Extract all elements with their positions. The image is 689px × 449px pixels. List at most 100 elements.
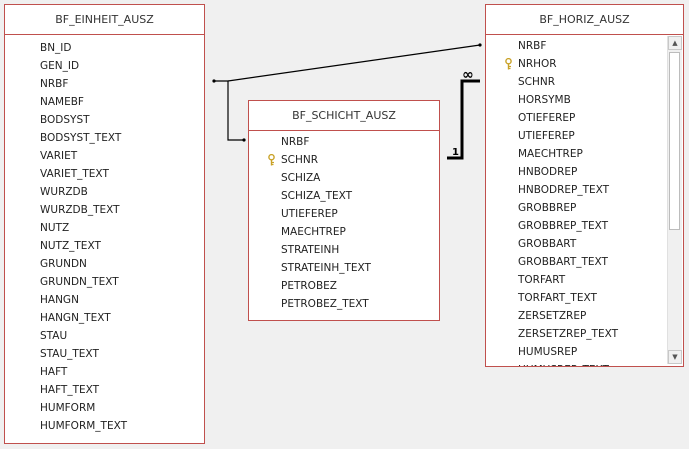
field-row[interactable]: HNBODREP (486, 163, 667, 181)
field-list: NRBF SCHNR SCHIZA SCHIZA_TEXT UTIEFEREP MAECH… (249, 131, 439, 320)
field-row[interactable]: UTIEFEREP (249, 205, 439, 223)
field-row[interactable]: NAMEBF (5, 93, 204, 111)
scroll-down-button[interactable]: ▼ (668, 350, 682, 364)
field-row[interactable]: NRBF (5, 75, 204, 93)
field-row[interactable]: GRUNDN_TEXT (5, 273, 204, 291)
field-row[interactable]: HAFT (5, 363, 204, 381)
field-row[interactable]: PETROBEZ (249, 277, 439, 295)
field-name: NUTZ (40, 222, 70, 234)
one-label: 1 (452, 147, 459, 158)
field-name: BODSYST (40, 114, 90, 126)
field-name: UTIEFEREP (281, 208, 338, 220)
field-row[interactable]: STAU (5, 327, 204, 345)
field-row[interactable]: NRBF (486, 37, 667, 55)
field-name: HAFT_TEXT (40, 384, 100, 396)
table-title[interactable]: BF_EINHEIT_AUSZ (5, 5, 204, 35)
field-row[interactable]: GROBBREP_TEXT (486, 217, 667, 235)
field-name: PETROBEZ (281, 280, 337, 292)
field-name: NRBF (281, 136, 310, 148)
field-row[interactable]: WURZDB (5, 183, 204, 201)
field-row[interactable]: SCHNR (486, 73, 667, 91)
field-row[interactable]: HUMFORM_TEXT (5, 417, 204, 435)
field-row[interactable]: SCHIZA_TEXT (249, 187, 439, 205)
field-name: MAECHTREP (518, 148, 583, 160)
table-bf-schicht-ausz[interactable]: BF_SCHICHT_AUSZ NRBF SCHNR SCHIZA SCHIZA_TE… (248, 100, 440, 321)
field-row[interactable]: SCHNR (249, 151, 439, 169)
field-row[interactable]: SCHIZA (249, 169, 439, 187)
field-row[interactable]: ZERSETZREP_TEXT (486, 325, 667, 343)
scroll-up-button[interactable]: ▲ (668, 36, 682, 50)
field-name: TORFART_TEXT (518, 292, 597, 304)
field-name: ZERSETZREP_TEXT (518, 328, 619, 340)
field-list: BN_ID GEN_ID NRBF NAMEBF BODSYST BODSYST_TEXT… (5, 35, 204, 443)
field-row[interactable]: HUMUSREP_TEXT (486, 361, 667, 366)
field-row[interactable]: HAFT_TEXT (5, 381, 204, 399)
vertical-scrollbar[interactable]: ▲ ▼ (667, 36, 682, 364)
table-title[interactable]: BF_HORIZ_AUSZ (486, 5, 683, 35)
field-name: SCHIZA_TEXT (281, 190, 353, 202)
field-row[interactable]: NUTZ (5, 219, 204, 237)
field-row[interactable]: HNBODREP_TEXT (486, 181, 667, 199)
field-row[interactable]: GEN_ID (5, 57, 204, 75)
field-name: GROBBREP_TEXT (518, 220, 609, 232)
field-row[interactable]: BODSYST_TEXT (5, 129, 204, 147)
arrow-up-icon: ▲ (672, 39, 678, 47)
field-row[interactable]: NUTZ_TEXT (5, 237, 204, 255)
field-name: SCHNR (518, 76, 556, 88)
field-name: HAFT (40, 366, 68, 378)
field-row[interactable]: BN_ID (5, 39, 204, 57)
primary-key-icon (267, 153, 276, 166)
field-row[interactable]: ZERSETZREP (486, 307, 667, 325)
table-bf-einheit-ausz[interactable]: BF_EINHEIT_AUSZ BN_ID GEN_ID NRBF NAMEBF BOD… (4, 4, 205, 444)
field-row[interactable]: STRATEINH_TEXT (249, 259, 439, 277)
field-name: GROBBREP (518, 202, 577, 214)
field-name: NUTZ_TEXT (40, 240, 101, 252)
field-name: HANGN_TEXT (40, 312, 111, 324)
field-row[interactable]: GRUNDN (5, 255, 204, 273)
field-row[interactable]: OTIEFEREP (486, 109, 667, 127)
many-label: ∞ (462, 67, 474, 83)
field-row[interactable]: MAECHTREP (486, 145, 667, 163)
field-row[interactable]: UTIEFEREP (486, 127, 667, 145)
field-name: HORSYMB (518, 94, 571, 106)
field-row[interactable]: STRATEINH (249, 241, 439, 259)
field-name: HUMFORM (40, 402, 96, 414)
field-name: VARIET_TEXT (40, 168, 109, 180)
field-name: GRUNDN_TEXT (40, 276, 119, 288)
field-row[interactable]: GROBBART_TEXT (486, 253, 667, 271)
field-name: STRATEINH (281, 244, 340, 256)
field-name: NAMEBF (40, 96, 84, 108)
field-name: MAECHTREP (281, 226, 346, 238)
field-row[interactable]: VARIET (5, 147, 204, 165)
field-name: HUMFORM_TEXT (40, 420, 128, 432)
field-row[interactable]: VARIET_TEXT (5, 165, 204, 183)
table-title[interactable]: BF_SCHICHT_AUSZ (249, 101, 439, 131)
field-row[interactable]: TORFART (486, 271, 667, 289)
field-row[interactable]: HANGN (5, 291, 204, 309)
field-row[interactable]: TORFART_TEXT (486, 289, 667, 307)
field-name: SCHIZA (281, 172, 321, 184)
field-row[interactable]: HUMUSREP (486, 343, 667, 361)
field-row[interactable]: MAECHTREP (249, 223, 439, 241)
field-row[interactable]: STAU_TEXT (5, 345, 204, 363)
field-name: GROBBART_TEXT (518, 256, 608, 268)
relation-einheit-schicht (214, 80, 244, 141)
field-row[interactable]: NRHOR (486, 55, 667, 73)
field-row[interactable]: HUMFORM (5, 399, 204, 417)
field-name: STRATEINH_TEXT (281, 262, 371, 274)
field-row[interactable]: PETROBEZ_TEXT (249, 295, 439, 313)
field-row[interactable]: GROBBART (486, 235, 667, 253)
field-name: SCHNR (281, 154, 319, 166)
field-row[interactable]: BODSYST (5, 111, 204, 129)
field-name: GEN_ID (40, 60, 80, 72)
field-row[interactable]: WURZDB_TEXT (5, 201, 204, 219)
field-name: TORFART (518, 274, 566, 286)
scroll-thumb[interactable] (669, 52, 680, 230)
field-row[interactable]: HANGN_TEXT (5, 309, 204, 327)
field-row[interactable]: HORSYMB (486, 91, 667, 109)
field-name: HUMUSREP (518, 346, 578, 358)
field-row[interactable]: GROBBREP (486, 199, 667, 217)
field-row[interactable]: NRBF (249, 133, 439, 151)
